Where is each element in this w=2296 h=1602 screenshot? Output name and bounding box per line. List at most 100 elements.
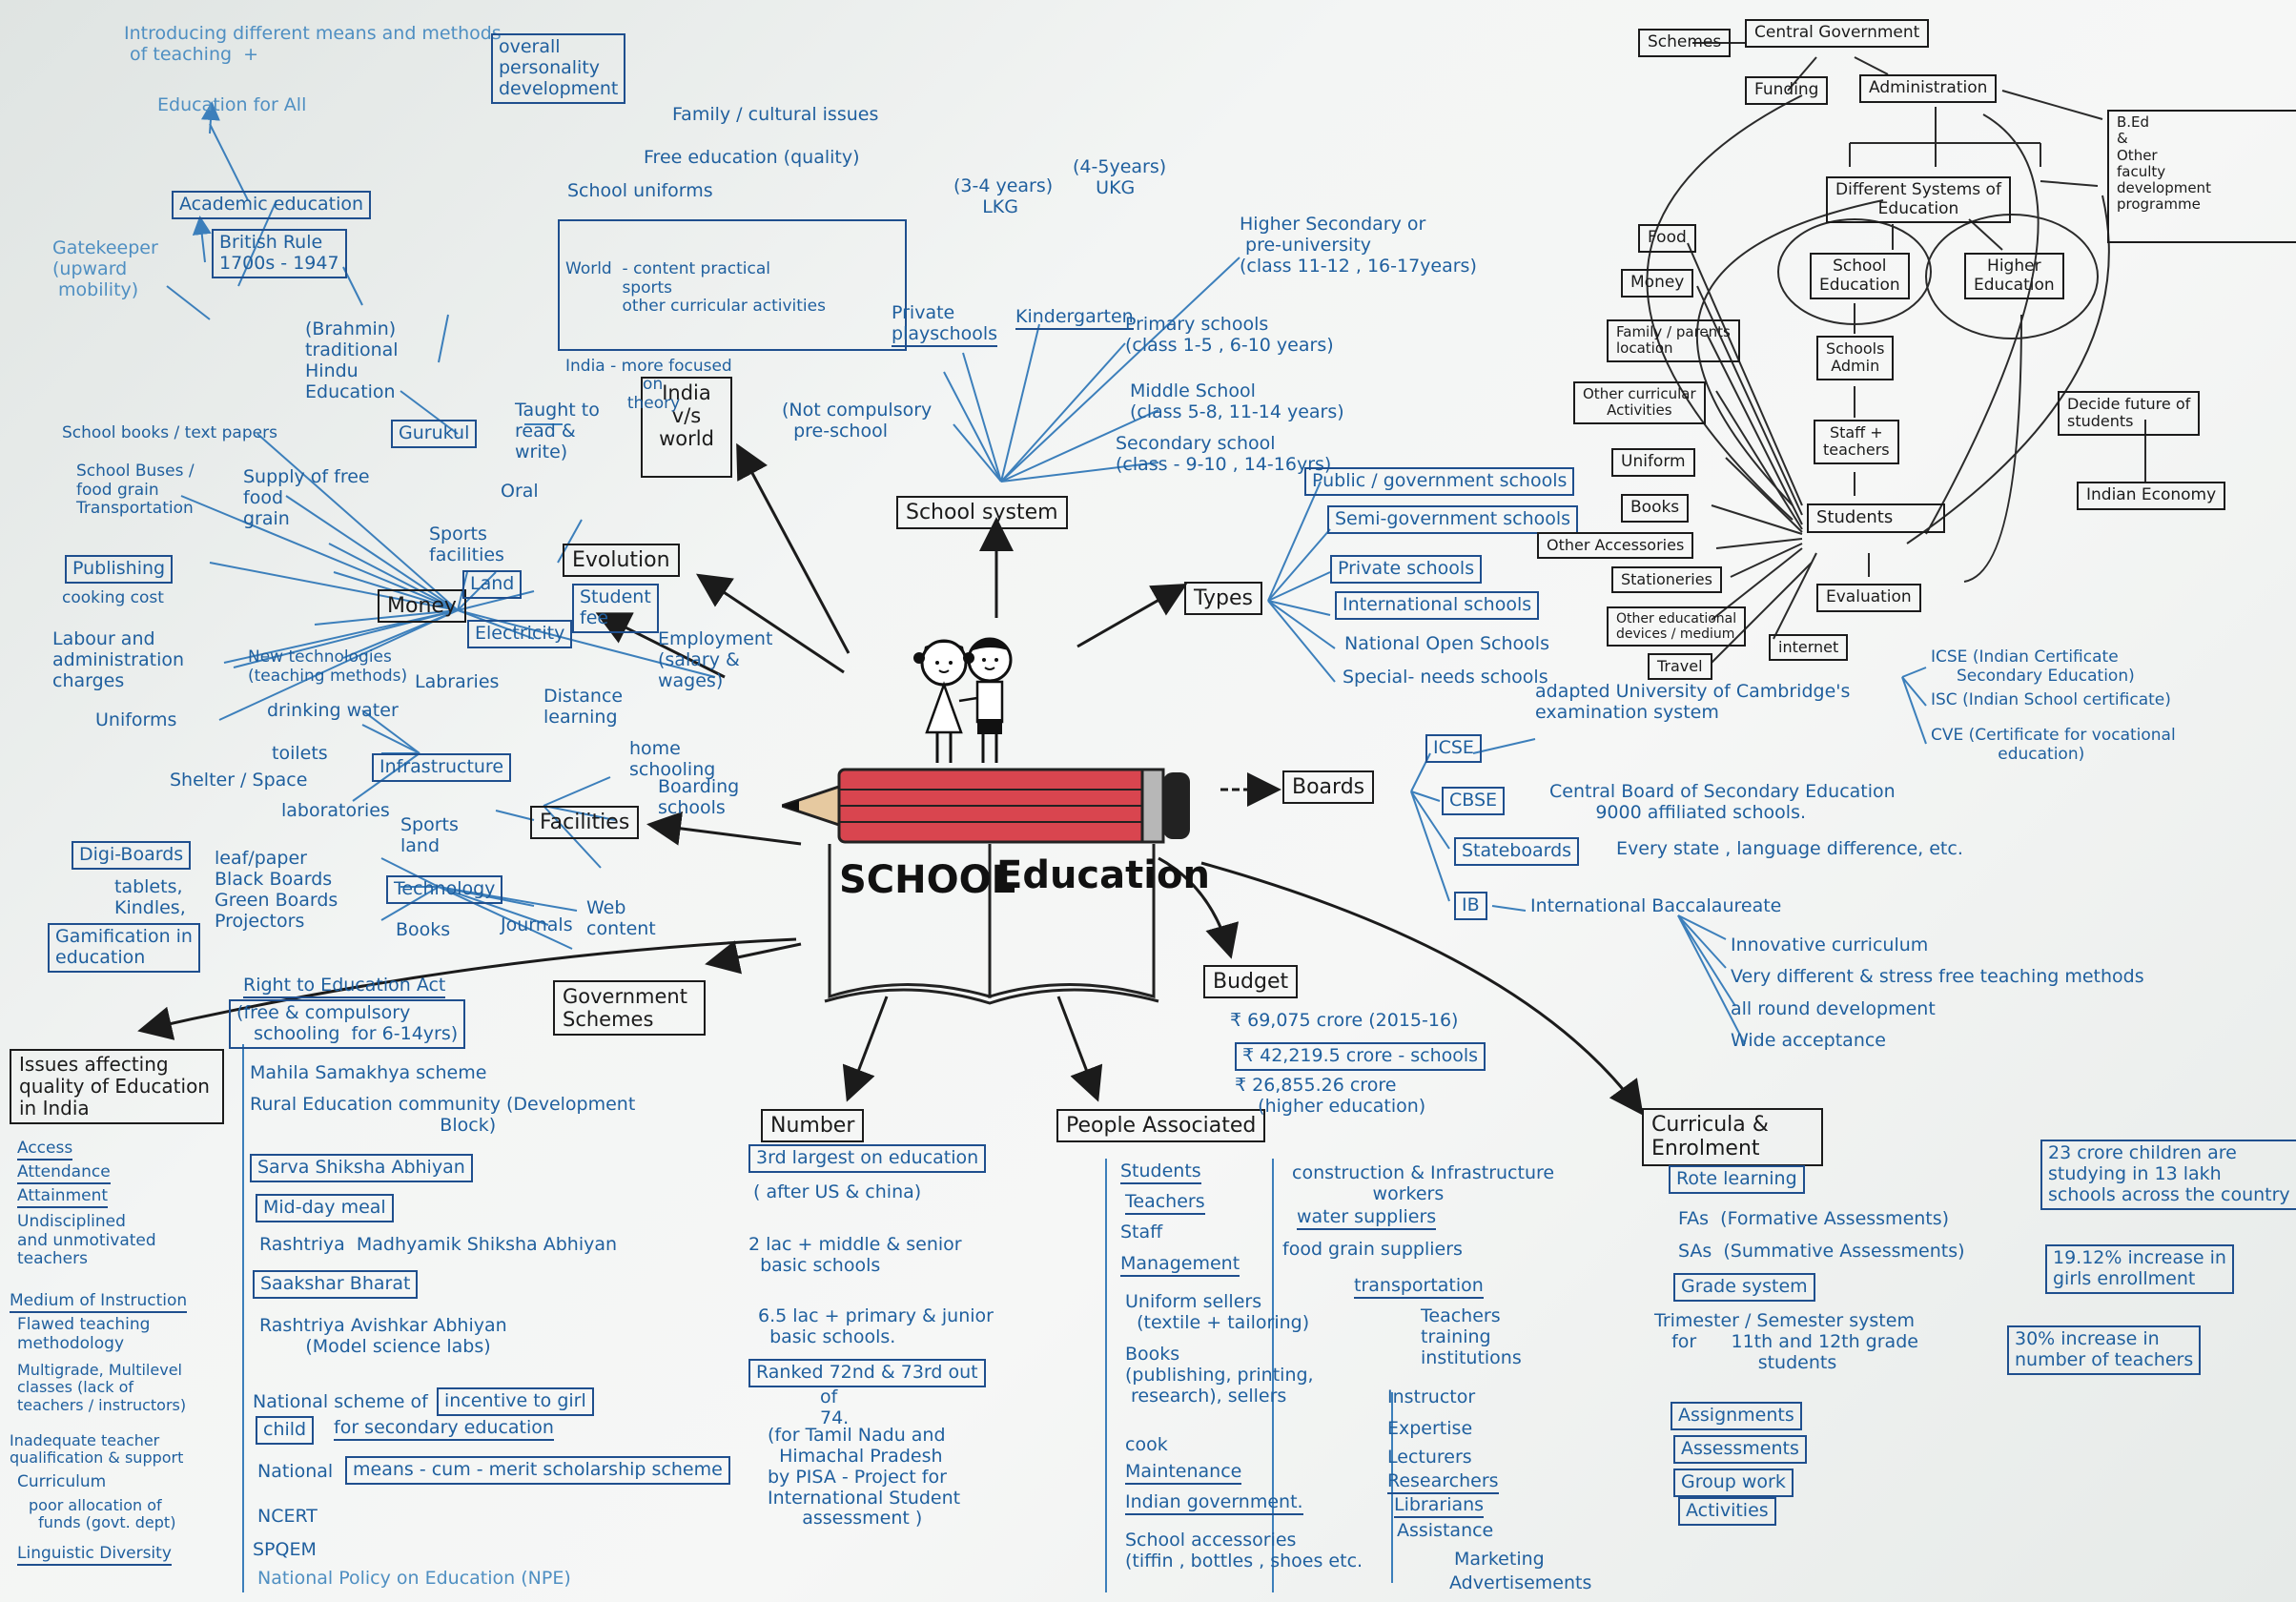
node-boards: Boards [1282, 770, 1375, 805]
node-facilities: Facilities [530, 806, 640, 840]
higher-secondary: Higher Secondary or pre-university (clas… [1240, 214, 1477, 277]
issue-flawed: Flawed teaching methodology [17, 1315, 151, 1353]
middle-school: Middle School (class 5-8, 11-14 years) [1130, 380, 1344, 422]
people-cook: cook [1125, 1434, 1168, 1455]
cambridge: adapted University of Cambridge's examin… [1535, 681, 1851, 723]
after-us-china: ( after US & china) [753, 1181, 922, 1202]
technology: Technology [386, 875, 503, 904]
type-open: National Open Schools [1344, 633, 1549, 654]
distance-learning: Distance learning [543, 686, 624, 728]
tablets-kindles: tablets, Kindles, [114, 876, 186, 918]
mid-day-meal: Mid-day meal [256, 1194, 394, 1222]
money-newtech: New technologies (teaching methods) [248, 647, 408, 686]
formative: FAs (Formative Assessments) [1678, 1208, 1950, 1229]
flow-bed: B.Ed & Other faculty development program… [2107, 110, 2296, 243]
flow-students: Students [1807, 503, 1945, 533]
assessments: Assessments [1673, 1435, 1807, 1464]
flow-family: Family / parents location [1607, 319, 1740, 362]
trimester: Trimester / Semester system for 11th and… [1654, 1310, 1918, 1373]
crore-children: 23 crore children are studying in 13 lak… [2040, 1140, 2296, 1210]
flow-different-systems: Different Systems of Education [1826, 176, 2011, 224]
labraries: Labraries [415, 671, 500, 692]
issue-medium: Medium of Instruction [10, 1291, 188, 1313]
rural-education: Rural Education community (Development B… [250, 1094, 636, 1136]
type-semi-govt: Semi-government schools [1327, 505, 1579, 534]
budget-schools: ₹ 42,219.5 crore - schools [1235, 1042, 1486, 1071]
people-advertisements: Advertisements [1449, 1572, 1592, 1593]
gamification: Gamification in education [48, 923, 200, 973]
node-budget: Budget [1203, 965, 1299, 999]
node-evolution: Evolution [563, 544, 680, 578]
family-issues: Family / cultural issues [672, 104, 879, 125]
flow-other-accessories: Other Accessories [1537, 532, 1694, 560]
rte-free: (free & compulsory schooling for 6-14yrs… [229, 999, 466, 1049]
flow-other-curricular: Other curricular Activities [1573, 381, 1706, 424]
free-education: Free education (quality) [644, 147, 860, 168]
people-transport: transportation [1354, 1275, 1484, 1299]
taught: Taught to read & write) [515, 400, 600, 462]
flow-uniform: Uniform [1611, 448, 1695, 477]
digi-boards: Digi-Boards [72, 841, 192, 870]
people-researchers: Researchers [1387, 1470, 1499, 1494]
budget-higher: ₹ 26,855.26 crore (higher education) [1235, 1075, 1426, 1117]
people-maintenance: Maintenance [1125, 1461, 1242, 1485]
ages-lkg: (3-4 years) LKG [953, 175, 1054, 217]
flow-devices: Other educational devices / medium [1607, 606, 1747, 647]
people-teachers: Teachers [1125, 1191, 1205, 1215]
india-text: India - more focused on theory [565, 356, 732, 413]
money-electricity: Electricity [467, 620, 573, 648]
board-ib: IB [1454, 892, 1487, 920]
issue-attainment: Attainment [17, 1186, 109, 1208]
flow-higher-education: Higher Education [1964, 253, 2064, 300]
type-international: International schools [1335, 591, 1540, 620]
web-content: Web content [586, 897, 656, 939]
people-librarians: Librarians [1394, 1494, 1485, 1518]
academic-education: Academic education [172, 191, 372, 219]
people-staff: Staff [1120, 1222, 1163, 1243]
people-books: Books (publishing, printing, research), … [1125, 1344, 1314, 1407]
ib-desc: International Baccalaureate [1530, 895, 1782, 916]
british-rule: British Rule 1700s - 1947 [212, 229, 347, 278]
drinking-water: drinking water [267, 700, 399, 721]
board-stateboards: Stateboards [1454, 837, 1580, 866]
node-people: People Associated [1056, 1109, 1266, 1143]
flow-travel: Travel [1648, 653, 1712, 681]
primary-schools: Primary schools (class 1-5 , 6-10 years) [1125, 314, 1334, 356]
issue-linguistic: Linguistic Diversity [17, 1544, 172, 1566]
people-water: water suppliers [1297, 1206, 1437, 1230]
node-number: Number [761, 1109, 865, 1143]
money-labour: Labour and administration charges [52, 628, 185, 691]
girl-child: child [256, 1416, 315, 1445]
boarding-schools: Boarding schools [658, 776, 740, 818]
money-publishing: Publishing [65, 555, 174, 584]
board-cbse: CBSE [1442, 787, 1506, 815]
flow-schemes: Schemes [1638, 29, 1732, 57]
budget-total: ₹ 69,075 crore (2015-16) [1230, 1010, 1459, 1031]
activities: Activities [1678, 1497, 1776, 1526]
grade-system: Grade system [1673, 1273, 1815, 1302]
state-desc: Every state , language difference, etc. [1616, 838, 1963, 859]
people-students: Students [1120, 1160, 1201, 1184]
tech-journals: Journals [501, 914, 573, 935]
people-expertise: Expertise [1387, 1418, 1473, 1439]
personality-box: overall personality development [491, 33, 626, 104]
shelter-space: Shelter / Space [170, 770, 308, 791]
oral: Oral [501, 481, 539, 502]
gatekeeper: Gatekeeper (upward mobility) [52, 237, 158, 300]
rte-act: Right to Education Act [243, 975, 446, 998]
flow-food: Food [1638, 224, 1696, 253]
boards-projectors: leaf/paper Black Boards Green Boards Pro… [215, 848, 338, 932]
flow-central-govt: Central Government [1745, 19, 1930, 48]
people-assistance: Assistance [1397, 1520, 1494, 1541]
node-money: Money [378, 589, 466, 624]
flow-books: Books [1621, 494, 1690, 523]
gurukul: Gurukul [391, 420, 478, 448]
rashtriya-avishkar: Rashtriya Avishkar Abhiyan (Model scienc… [259, 1315, 507, 1357]
ages-ukg: (4-5years) UKG [1073, 156, 1167, 198]
flow-administration: Administration [1859, 74, 1998, 103]
flow-internet: internet [1769, 634, 1849, 662]
flow-indian-economy: Indian Economy [2077, 482, 2226, 510]
people-grain: food grain suppliers [1282, 1239, 1463, 1260]
flow-schools-admin: Schools Admin [1816, 336, 1895, 380]
